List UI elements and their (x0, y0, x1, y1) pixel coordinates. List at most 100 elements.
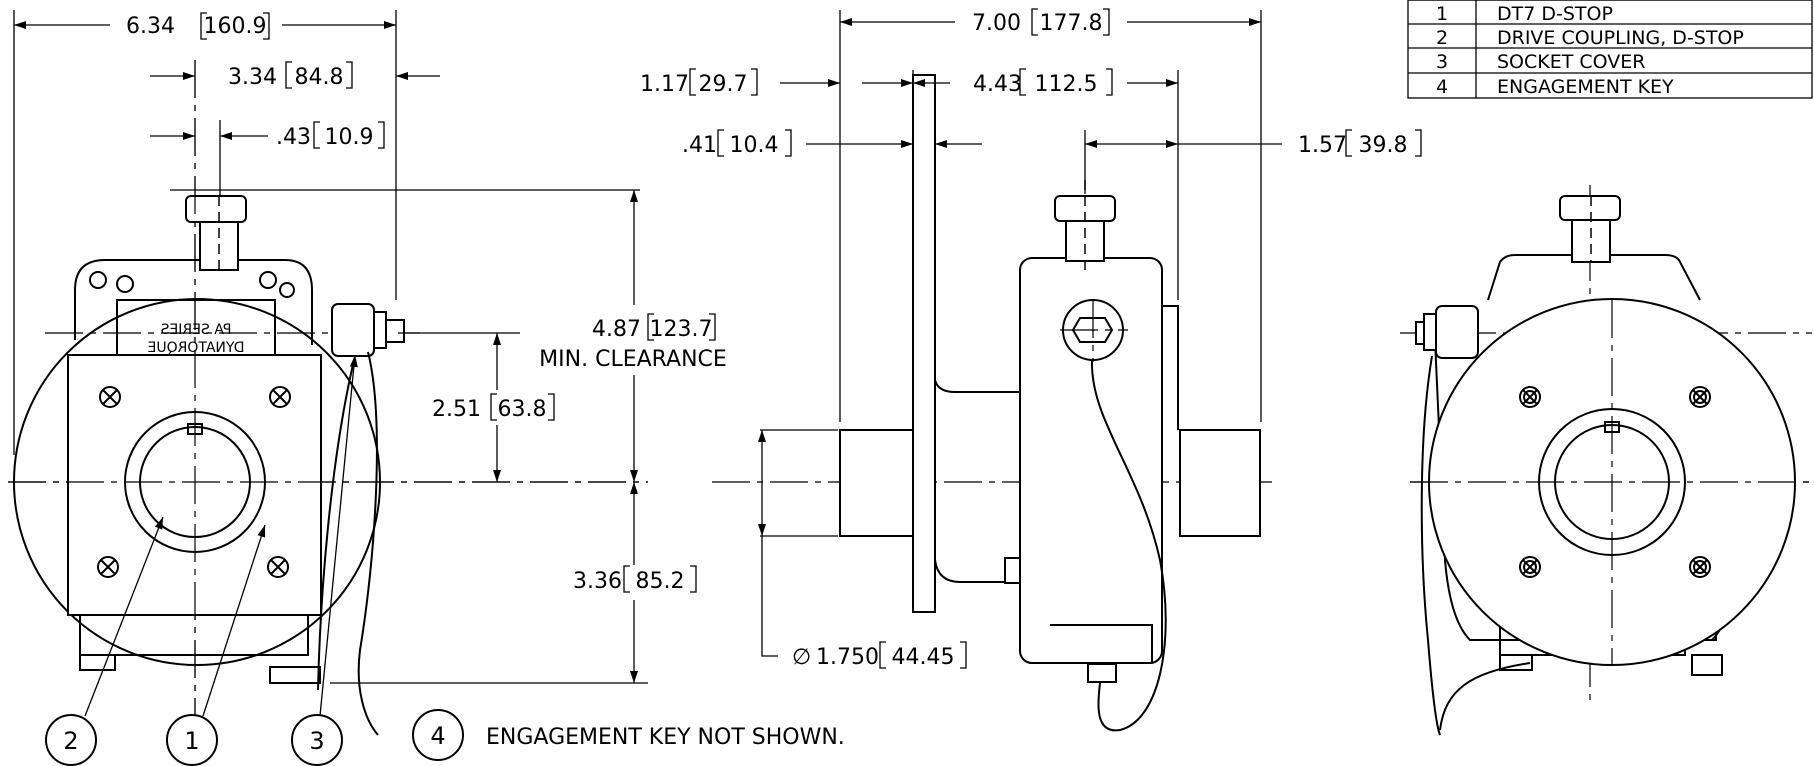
metric-bracket (313, 121, 385, 149)
overall-width-inch: 6.34 (126, 14, 175, 39)
bolt (99, 386, 121, 408)
overall-length-inch: 7.00 (972, 11, 1021, 36)
mounting-hole (259, 271, 277, 289)
shaft-diameter-inch: 1.750 (816, 645, 879, 670)
engagement-post-stem (1065, 220, 1105, 262)
side-fitting-nut (385, 319, 405, 343)
mounting-foot (79, 654, 116, 671)
dimension-leader (761, 536, 778, 657)
nameplate-brand-text: DYNATORQUE (148, 340, 245, 356)
svg-text:3: 3 (309, 727, 324, 755)
flange-thickness-inch: .41 (682, 133, 717, 158)
mounting-hole (116, 275, 134, 293)
metric-bracket (879, 641, 967, 669)
lower-height-mm: 85.2 (636, 569, 685, 594)
bom-table: 1 DT7 D-STOP 2 DRIVE COUPLING, D-STOP 3 … (1407, 0, 1813, 99)
balloon-4: 4 (412, 709, 464, 761)
key-offset-inch: .43 (276, 125, 311, 150)
balloon-2: 2 (45, 714, 97, 766)
balloon-leader (202, 524, 266, 717)
flange-plate (912, 74, 936, 613)
metric-bracket (490, 393, 555, 421)
rear-view (1400, 185, 1812, 736)
bolt (269, 386, 291, 408)
balloon-1: 1 (166, 714, 218, 766)
key-offset-mm: 10.9 (325, 125, 374, 150)
shaft-diameter-mm: 44.45 (892, 645, 955, 670)
svg-text:1: 1 (184, 727, 199, 755)
balloon-leader (84, 516, 164, 717)
bolt (1519, 556, 1541, 578)
bom-item-number: 2 (1436, 27, 1448, 49)
diameter-symbol: ∅ (792, 645, 811, 670)
bolt (1689, 556, 1711, 578)
metric-bracket (689, 68, 758, 96)
shaft-extension-mm: 39.8 (1359, 133, 1408, 158)
overall-length-mm: 177.8 (1040, 11, 1103, 36)
metric-bracket (1019, 68, 1113, 96)
balloon-3: 3 (291, 714, 343, 766)
mounting-foot (269, 666, 321, 684)
mounting-hole (89, 271, 107, 289)
bom-item-number: 3 (1436, 51, 1448, 73)
bom-item-description: SOCKET COVER (1497, 51, 1645, 73)
cable (1420, 355, 1441, 736)
min-clearance-note: MIN. CLEARANCE (539, 347, 727, 372)
nameplate-mirrored-text: PA SERIES DYNATORQUE (148, 322, 245, 356)
side-view: 7.00 177.8 1.17 29.7 4.43 112.5 .41 10.4… (640, 8, 1422, 732)
side-fitting (331, 303, 375, 357)
side-fitting-nut (373, 311, 387, 349)
metric-bracket (200, 12, 270, 40)
body-length-mm: 112.5 (1035, 72, 1098, 97)
cable (357, 351, 379, 736)
engagement-post-cap (1559, 195, 1621, 221)
bom-item-number: 1 (1436, 3, 1448, 25)
cable (1090, 359, 1167, 732)
bom-item-number: 4 (1436, 76, 1448, 98)
metric-bracket (623, 565, 697, 593)
metric-bracket (647, 313, 716, 341)
body-length-inch: 4.43 (973, 72, 1022, 97)
centerline-to-fitting-inch: 3.34 (228, 65, 277, 90)
lower-height-inch: 3.36 (573, 569, 622, 594)
right-shaft (1179, 429, 1261, 537)
upper-height-inch: 2.51 (432, 397, 481, 422)
bolt (97, 556, 119, 578)
bom-table-border (1407, 0, 1813, 99)
left-shaft (839, 429, 916, 537)
side-fitting (1435, 305, 1479, 359)
nameplate-series-text: PA SERIES (160, 322, 231, 338)
balloon-leader (319, 354, 358, 717)
svg-text:4: 4 (430, 722, 445, 750)
flange-offset-mm: 29.7 (699, 72, 748, 97)
metric-bracket (1345, 129, 1422, 157)
bottom-frame (79, 614, 309, 656)
total-height-mm: 123.7 (650, 317, 713, 342)
mounting-foot (1691, 654, 1723, 676)
bom-item-description: DT7 D-STOP (1497, 3, 1613, 25)
bom-item-description: ENGAGEMENT KEY (1497, 76, 1674, 98)
side-fitting-nut (1415, 321, 1425, 345)
bolt (1519, 386, 1541, 408)
bolt (1689, 386, 1711, 408)
body-step (1161, 270, 1179, 430)
engagement-post-stem (1571, 219, 1611, 263)
mounting-hole (279, 282, 295, 298)
body-step (1050, 624, 1153, 663)
bolt (267, 556, 289, 578)
cable (317, 355, 356, 691)
side-fitting-nut (1423, 313, 1437, 351)
bom-item-description: DRIVE COUPLING, D-STOP (1497, 27, 1744, 49)
overall-width-mm: 160.9 (204, 14, 267, 39)
shaft-extension-inch: 1.57 (1298, 133, 1347, 158)
svg-text:2: 2 (63, 727, 78, 755)
cable (1439, 662, 1531, 731)
centerline-to-fitting-mm: 84.8 (295, 65, 344, 90)
front-view: PA SERIES DYNATORQUE (8, 10, 845, 766)
flange-thickness-mm: 10.4 (730, 133, 779, 158)
metric-bracket (1031, 8, 1110, 36)
metric-bracket (285, 61, 353, 89)
bottom-fitting (1087, 663, 1117, 683)
engagement-key-note: ENGAGEMENT KEY NOT SHOWN. (486, 725, 845, 750)
